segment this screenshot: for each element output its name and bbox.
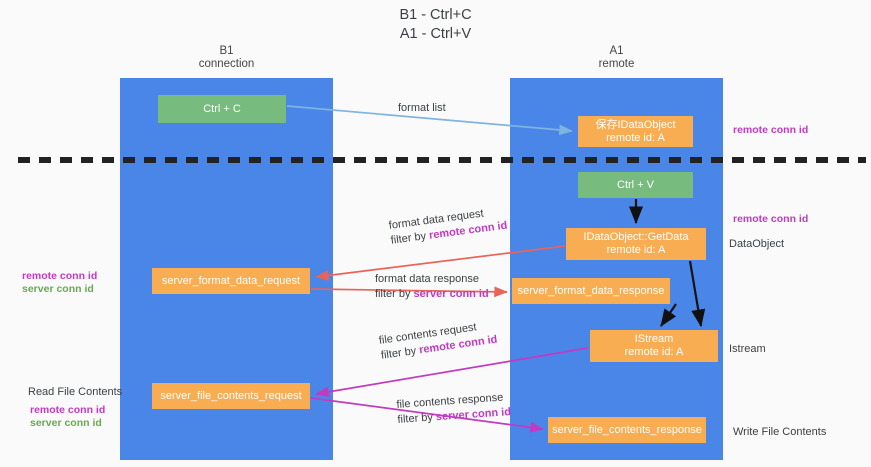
edge-label-format-list: format list bbox=[398, 101, 446, 116]
annotation-right-remote-conn-id-top: remote conn id bbox=[733, 124, 809, 136]
node-getdata-line1: IDataObject::GetData bbox=[583, 231, 689, 243]
node-server-file-contents-request[interactable]: server_file_contents_request bbox=[152, 383, 310, 409]
node-ctrl-v-label: Ctrl + V bbox=[617, 178, 654, 191]
annotation-left-read-file-contents: Read File Contents bbox=[28, 386, 123, 398]
annotation-left-server-conn-id-top: server conn id bbox=[22, 283, 94, 295]
edge-label-format-data-response-text: format data response bbox=[375, 273, 479, 285]
node-server-file-contents-request-label: server_file_contents_request bbox=[160, 389, 302, 402]
node-server-format-data-request-label: server_format_data_request bbox=[161, 274, 301, 287]
filter-prefix: filter by bbox=[375, 288, 414, 300]
lane-header-b1: B1 connection bbox=[120, 45, 333, 71]
node-save-idataobject[interactable]: 保存IDataObject remote id: A bbox=[578, 116, 693, 147]
node-idataobject-getdata[interactable]: IDataObject::GetData remote id: A bbox=[566, 228, 706, 260]
annotation-right-remote-conn-id-mid: remote conn id bbox=[733, 213, 809, 225]
node-ctrl-v[interactable]: Ctrl + V bbox=[578, 172, 693, 198]
annotation-right-write-file-contents: Write File Contents bbox=[733, 426, 827, 438]
node-ctrl-c[interactable]: Ctrl + C bbox=[158, 95, 286, 123]
node-getdata-line2: remote id: A bbox=[606, 244, 666, 256]
node-save-idataobject-line2: remote id: A bbox=[606, 131, 665, 144]
node-istream-line2: remote id: A bbox=[624, 346, 684, 358]
edge-label-file-contents-request: file contents request filter by remote c… bbox=[378, 318, 498, 364]
lane-b1-name: B1 bbox=[219, 45, 234, 57]
node-istream-line1: IStream bbox=[634, 333, 674, 345]
node-server-file-contents-response[interactable]: server_file_contents_response bbox=[548, 417, 706, 443]
title-line-2: A1 - Ctrl+V bbox=[399, 26, 472, 42]
filter-prefix: filter by bbox=[390, 229, 430, 247]
title-line-1: B1 - Ctrl+C bbox=[399, 7, 472, 23]
annotation-right-istream: Istream bbox=[729, 343, 766, 355]
lane-a1-role: remote bbox=[598, 58, 635, 70]
node-server-format-data-request[interactable]: server_format_data_request bbox=[152, 268, 310, 294]
edge-label-format-data-response: format data response filter by server co… bbox=[375, 272, 489, 302]
annotation-left-remote-conn-id-bottom: remote conn id bbox=[30, 404, 106, 416]
node-ctrl-c-label: Ctrl + C bbox=[203, 102, 241, 115]
edge-label-file-contents-response: file contents response filter by server … bbox=[396, 390, 512, 428]
node-server-format-data-response-label: server_format_data_response bbox=[517, 284, 665, 297]
filter-prefix: filter by bbox=[397, 411, 437, 426]
annotation-left-remote-conn-id-top: remote conn id bbox=[22, 270, 98, 282]
lane-header-a1: A1 remote bbox=[510, 45, 723, 71]
lane-b1-role: connection bbox=[198, 58, 255, 70]
filter-key-server-conn-id: server conn id bbox=[413, 288, 489, 300]
node-istream[interactable]: IStream remote id: A bbox=[590, 330, 718, 362]
filter-prefix: filter by bbox=[380, 344, 421, 362]
edge-label-format-list-text: format list bbox=[398, 102, 446, 114]
node-save-idataobject-line1: 保存IDataObject bbox=[595, 118, 676, 131]
edge-label-format-data-response-filter: filter by server conn id bbox=[375, 287, 489, 302]
edge-label-format-data-request: format data request filter by remote con… bbox=[388, 204, 508, 249]
node-server-format-data-response[interactable]: server_format_data_response bbox=[512, 278, 670, 304]
annotation-right-dataobject: DataObject bbox=[729, 238, 785, 250]
annotation-left-server-conn-id-bottom: server conn id bbox=[30, 417, 102, 429]
lane-a1-name: A1 bbox=[609, 45, 624, 57]
node-server-file-contents-response-label: server_file_contents_response bbox=[552, 423, 702, 436]
page-title: B1 - Ctrl+C A1 - Ctrl+V bbox=[0, 6, 871, 44]
filter-key-server-conn-id: server conn id bbox=[435, 406, 512, 424]
